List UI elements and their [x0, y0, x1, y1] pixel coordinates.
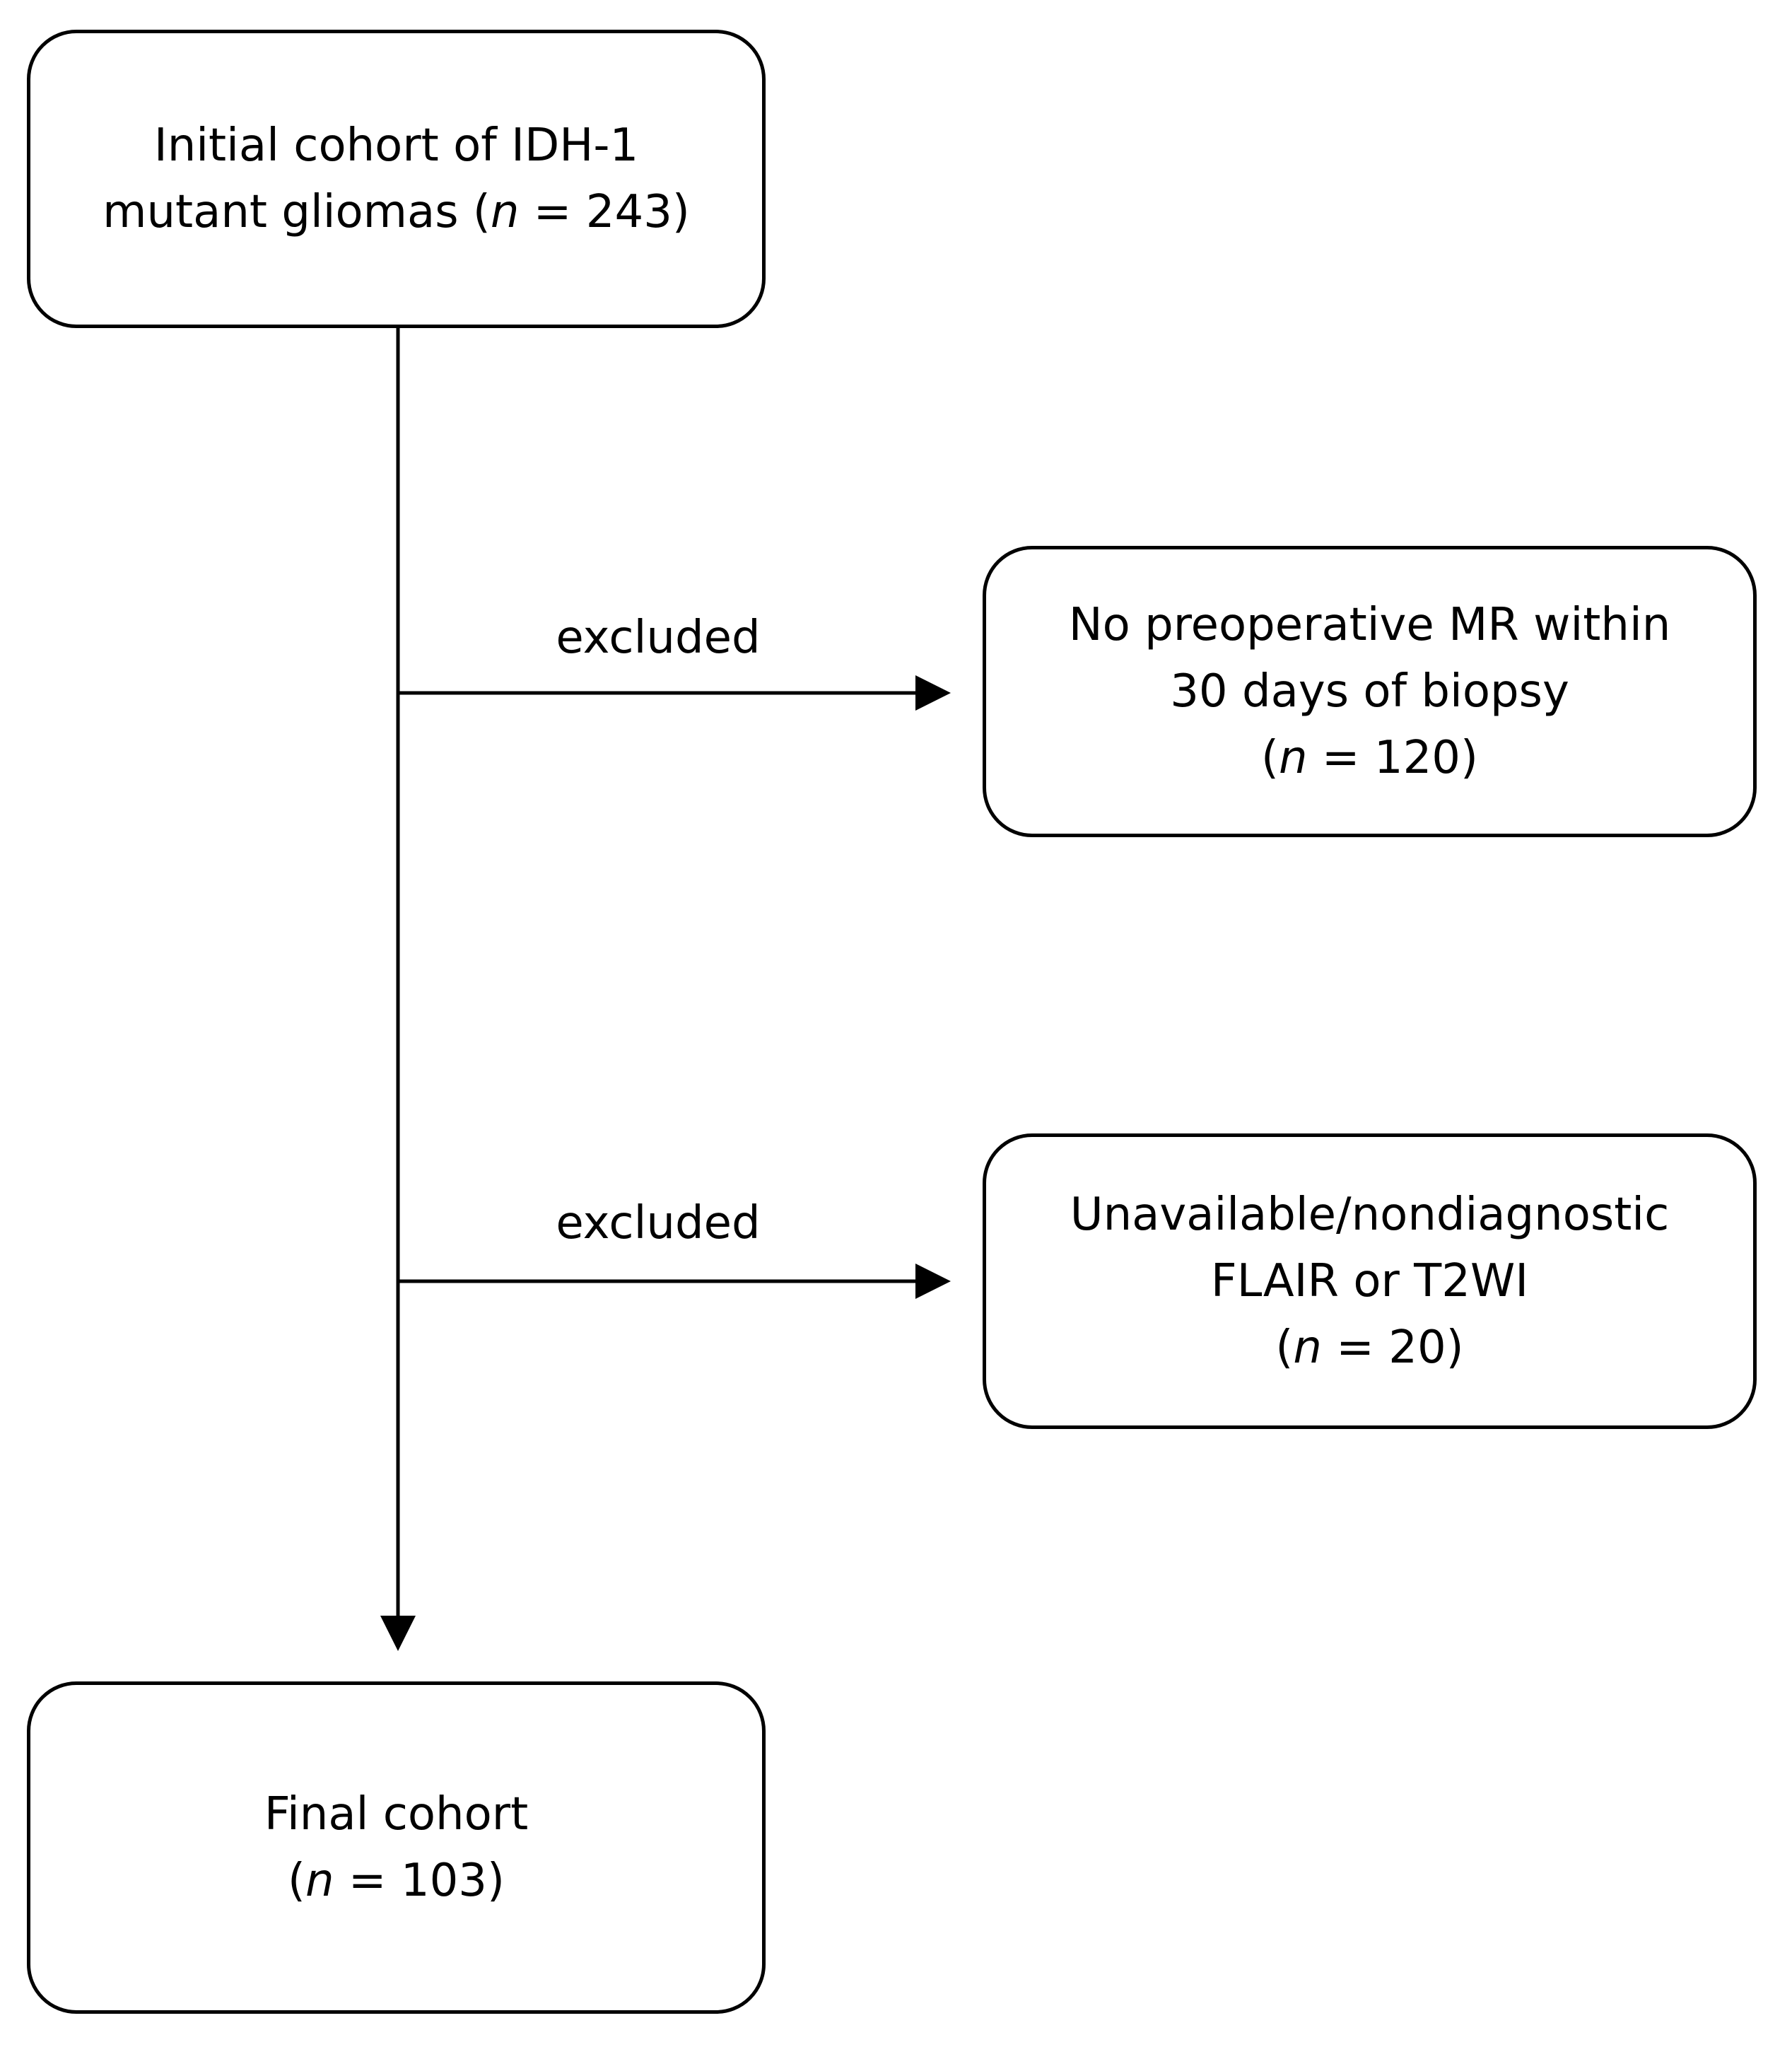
exclusion2-line3: (n = 20) — [1275, 1314, 1463, 1381]
exclusion2-box: Unavailable/nondiagnostic FLAIR or T2WI … — [983, 1133, 1757, 1429]
exclusion1-n-symbol: n — [1278, 732, 1308, 784]
exclusion2-n-symbol: n — [1293, 1322, 1322, 1374]
final-cohort-open-paren: ( — [288, 1855, 305, 1907]
arrowhead-to-exclusion2 — [915, 1264, 951, 1299]
exclusion1-line3: (n = 120) — [1261, 725, 1478, 791]
exclusion2-open-paren: ( — [1275, 1322, 1294, 1374]
initial-cohort-line2: mutant gliomas (n = 243) — [103, 179, 690, 245]
final-cohort-line1: Final cohort — [264, 1788, 529, 1841]
exclusion1-open-paren: ( — [1261, 732, 1279, 784]
initial-cohort-line1: Initial cohort of IDH-1 — [153, 119, 639, 172]
exclusion1-count: = 120) — [1307, 732, 1478, 784]
final-cohort-line2: (n = 103) — [288, 1848, 505, 1914]
exclusion2-line1: Unavailable/nondiagnostic — [1070, 1189, 1670, 1241]
initial-cohort-box: Initial cohort of IDH-1 mutant gliomas (… — [27, 30, 766, 328]
exclusion1-line1: No preoperative MR within — [1068, 599, 1671, 651]
final-cohort-count: = 103) — [334, 1855, 505, 1907]
initial-cohort-text: mutant gliomas ( — [103, 186, 491, 238]
exclusion2-edge-label: excluded — [556, 1197, 761, 1249]
initial-cohort-n-symbol: n — [490, 186, 520, 238]
exclusion2-line2: FLAIR or T2WI — [1210, 1255, 1529, 1307]
initial-cohort-count: = 243) — [519, 186, 690, 238]
final-cohort-n-symbol: n — [305, 1855, 334, 1907]
arrowhead-to-exclusion1 — [915, 675, 951, 711]
exclusion1-edge-label: excluded — [556, 612, 761, 664]
exclusion2-count: = 20) — [1321, 1322, 1464, 1374]
arrowhead-to-final — [380, 1616, 416, 1651]
exclusion1-line2: 30 days of biopsy — [1170, 665, 1569, 718]
exclusion1-box: No preoperative MR within 30 days of bio… — [983, 546, 1757, 837]
final-cohort-box: Final cohort (n = 103) — [27, 1681, 766, 2014]
